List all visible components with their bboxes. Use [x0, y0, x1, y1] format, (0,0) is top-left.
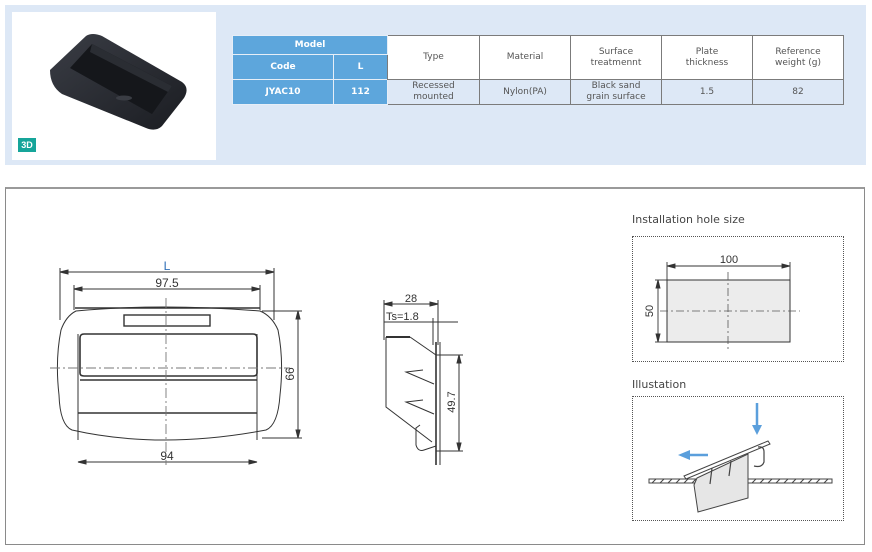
cell-code: JYAC10: [232, 79, 334, 105]
header-model: Model: [232, 35, 388, 55]
table-row: JYAC10 112 Recessed mounted Nylon(PA) Bl…: [232, 79, 844, 105]
side-view-drawing: 28 Ts=1.8 49.7: [383, 293, 463, 465]
header-plate-thickness: Plate thickness: [661, 35, 753, 80]
dim-bottom-width: 94: [160, 449, 174, 463]
dim-depth: 28: [405, 293, 417, 305]
installation-box: 100 50: [632, 236, 844, 362]
dim-side-height: 49.7: [446, 391, 458, 412]
dim-top-width: 97.5: [155, 276, 179, 290]
3d-badge[interactable]: 3D: [18, 138, 36, 152]
illustration-title: Illustation: [632, 378, 687, 391]
hole-height: 50: [644, 305, 656, 317]
hole-width: 100: [720, 254, 738, 266]
product-photo-card: 3D: [12, 12, 216, 160]
installation-illustration: [648, 403, 833, 513]
cell-type: Recessed mounted: [387, 79, 480, 105]
header-type: Type: [387, 35, 480, 80]
installation-title: Installation hole size: [632, 213, 745, 226]
cell-reference-weight: 82: [752, 79, 844, 105]
cell-surface: Black sand grain surface: [570, 79, 662, 105]
spec-table: Model Type Material Surface treatmennt P…: [232, 35, 844, 105]
dim-length-label: L: [164, 259, 171, 273]
cell-length: 112: [333, 79, 388, 105]
dim-height: 66: [283, 367, 297, 381]
header-material: Material: [479, 35, 571, 80]
header-code: Code: [232, 54, 334, 80]
dim-plate-thickness: Ts=1.8: [386, 311, 419, 323]
recessed-handle-photo: [50, 34, 187, 130]
header-reference-weight: Reference weight (g): [752, 35, 844, 80]
illustration-box: [632, 396, 844, 521]
hole-size-drawing: 100 50: [644, 254, 800, 350]
header-length: L: [333, 54, 388, 80]
cell-material: Nylon(PA): [479, 79, 571, 105]
front-view-drawing: L 97.5 94 66: [50, 259, 302, 465]
cell-plate-thickness: 1.5: [661, 79, 753, 105]
header-surface: Surface treatmennt: [570, 35, 662, 80]
